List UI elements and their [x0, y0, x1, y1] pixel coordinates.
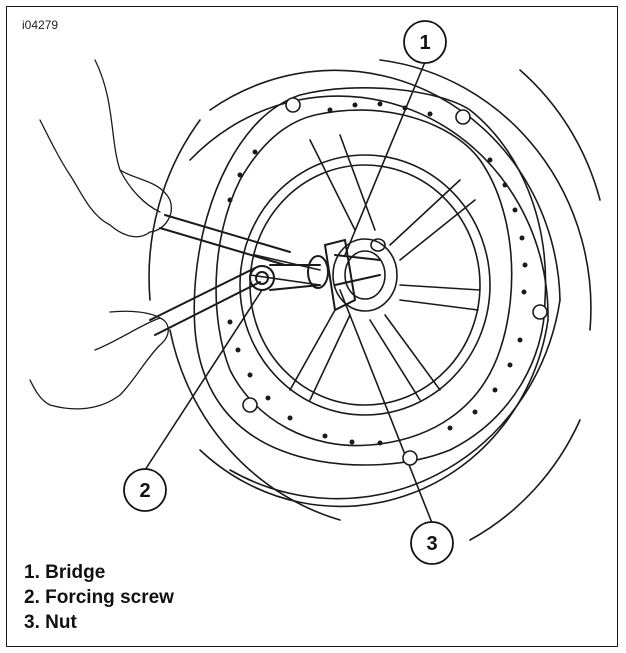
- spokes: [249, 134, 481, 401]
- callout-3-number: 3: [426, 533, 437, 555]
- hands: [29, 59, 172, 410]
- callout-3: [339, 289, 454, 565]
- legend-item-bridge: 1. Bridge: [24, 562, 106, 583]
- tyre: [148, 59, 601, 541]
- disc-holes: [227, 101, 528, 446]
- forcing-screw-wrench: [149, 214, 321, 336]
- legend: 1. Bridge 2. Forcing screw 3. Nut: [24, 560, 174, 635]
- callout-2: [123, 289, 263, 512]
- legend-item-nut: 3. Nut: [24, 612, 77, 633]
- callout-2-number: 2: [139, 480, 150, 502]
- rim: [239, 154, 491, 416]
- callout-1-number: 1: [419, 32, 430, 54]
- figure-frame: [6, 6, 618, 647]
- disc-bolts: [242, 97, 548, 466]
- hub: [332, 238, 398, 312]
- bridge-tool: [307, 238, 381, 312]
- figure-id: i04279: [22, 18, 59, 32]
- legend-item-forcing-screw: 2. Forcing screw: [24, 587, 174, 608]
- callout-1: [344, 20, 447, 256]
